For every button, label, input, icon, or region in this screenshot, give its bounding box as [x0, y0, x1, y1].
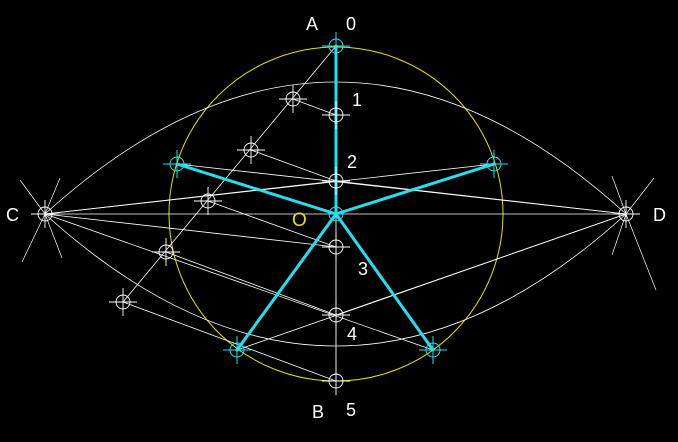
cyan-crosses: [163, 32, 508, 364]
lower-arc: [44, 213, 627, 347]
label-c: C: [6, 205, 19, 225]
parallel-3: [207, 200, 337, 248]
cross-div-1: [279, 85, 307, 113]
cross-tip-lower-left: [223, 336, 251, 364]
parallel-5: [122, 301, 337, 382]
line-d-tip-left: [176, 163, 627, 215]
parallel-1: [292, 98, 337, 116]
division-line: [122, 45, 337, 303]
spoke-right: [334, 162, 496, 216]
label-3: 3: [358, 259, 368, 279]
white-crosses: [31, 85, 640, 395]
marker-center: [328, 206, 344, 222]
cross-c: [31, 200, 59, 228]
label-d: D: [653, 205, 666, 225]
cross-div-3: [194, 187, 222, 215]
cross-tip-top: [322, 32, 350, 60]
cross-d: [612, 200, 640, 228]
cross-2: [322, 167, 350, 195]
label-2: 2: [347, 152, 357, 172]
label-5: 5: [346, 400, 356, 420]
label-a: A: [306, 14, 318, 34]
parallel-2: [250, 149, 337, 182]
label-0: 0: [346, 14, 356, 34]
cross-1: [322, 101, 350, 129]
arc-extension-c: [19, 177, 63, 263]
spoke-lower-left: [235, 212, 338, 352]
cross-tip-right: [480, 150, 508, 178]
cross-div-5: [109, 288, 137, 316]
label-b: B: [312, 402, 324, 422]
label-4: 4: [347, 324, 357, 344]
line-c-3: [44, 213, 337, 248]
line-c-tip-right: [44, 163, 495, 215]
arc-extension-d: [611, 175, 657, 291]
spoke-lower-right: [334, 212, 435, 352]
cross-3: [322, 233, 350, 261]
cross-div-2: [237, 136, 265, 164]
cross-tip-left: [163, 150, 191, 178]
cross-div-4: [152, 238, 180, 266]
line-c-tip-lowright: [44, 213, 434, 351]
label-1: 1: [352, 90, 362, 110]
star-spokes: [175, 44, 496, 352]
line-d-tip-lowleft: [236, 213, 627, 351]
cross-tip-lower-right: [419, 336, 447, 364]
cross-4: [322, 301, 350, 329]
parallel-4: [165, 251, 337, 316]
spoke-left: [175, 162, 338, 216]
cross-5: [322, 367, 350, 395]
label-o: O: [292, 210, 307, 231]
